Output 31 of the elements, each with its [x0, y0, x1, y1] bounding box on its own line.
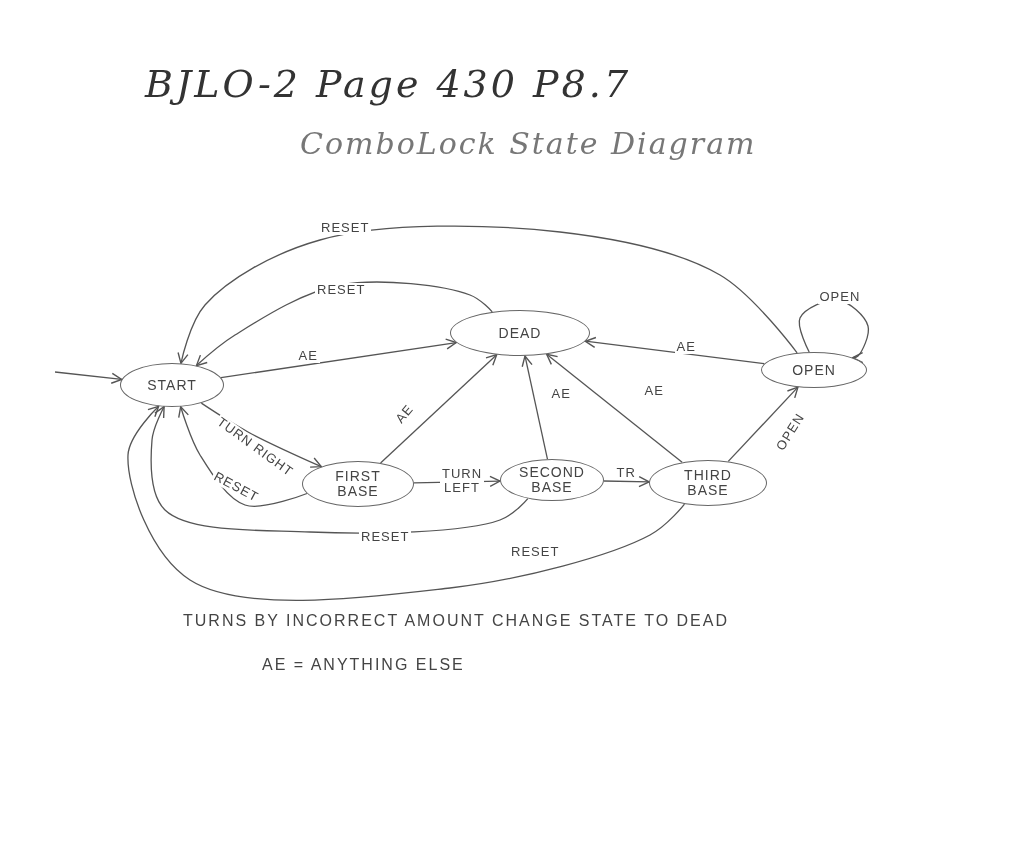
state-name: DEAD [498, 325, 542, 341]
transition-arrow [150, 406, 529, 534]
transition-arrow [584, 336, 765, 365]
edge-label: AE [296, 349, 320, 363]
transition-arrow [195, 281, 493, 367]
edge-label: AE [642, 384, 666, 398]
state-ellipse [450, 310, 590, 356]
state-ellipse [302, 461, 414, 507]
transition-arrow [127, 405, 686, 601]
transition-arrow [177, 225, 798, 365]
note: TURNS BY INCORRECT AMOUNT CHANGE STATE TO DEAD [183, 612, 729, 630]
edge-label: AE [549, 387, 573, 401]
title: BJLO-2 Page 430 P8.7 [145, 62, 632, 106]
transition-arrow [220, 338, 457, 379]
edge-label: RESET [359, 530, 412, 544]
state-name: OPEN [792, 362, 836, 378]
subtitle: ComboLock State Diagram [300, 126, 757, 161]
edge-label: RESET [315, 283, 368, 297]
transition-arrow [603, 476, 650, 488]
note: AE = ANYTHING ELSE [262, 656, 465, 674]
transition-arrow [521, 355, 549, 460]
edge-label: TR [614, 466, 638, 480]
transition-arrow [54, 371, 123, 384]
state-name: THIRD BASE [683, 468, 733, 498]
state-name: START [147, 377, 197, 393]
edge-label: TURN LEFT [440, 467, 484, 495]
edge-label: RESET [319, 221, 372, 235]
edge-label: AE [674, 340, 698, 354]
edge-label: RESET [509, 545, 562, 559]
state-name: FIRST BASE [334, 469, 382, 499]
state-name: SECOND BASE [518, 465, 586, 495]
